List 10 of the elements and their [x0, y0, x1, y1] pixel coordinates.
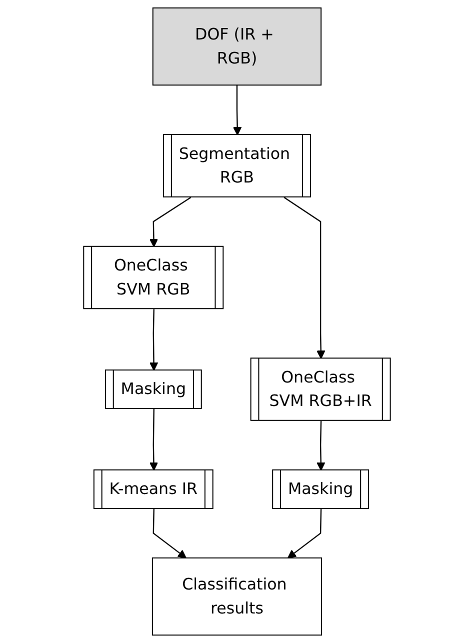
arrow [149, 196, 192, 248]
arrow [284, 196, 326, 359]
arrow [149, 309, 158, 371]
node-box: Classification results [152, 557, 322, 636]
arrow [316, 420, 326, 471]
arrow [233, 85, 242, 136]
arrow [152, 508, 186, 558]
arrow [149, 409, 158, 471]
node-box: DOF (IR + RGB) [152, 7, 322, 86]
arrow [288, 508, 322, 558]
